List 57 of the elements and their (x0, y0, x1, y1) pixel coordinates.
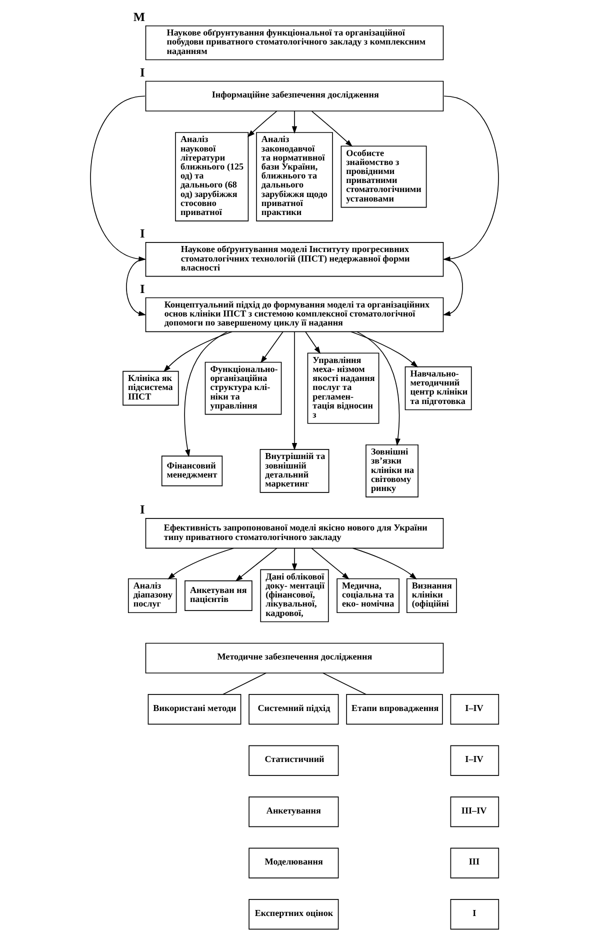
node-box: Анкетуван ня пацієнтів (184, 580, 252, 611)
node-box: Моделювання (248, 848, 339, 878)
arrow (442, 258, 463, 316)
arrow (126, 258, 146, 316)
arrow (247, 110, 278, 138)
node-box: III (450, 848, 500, 878)
node-box: Фінансовий менеджмент (161, 456, 223, 486)
node-box: I (450, 899, 500, 930)
node-box: Зовнішні зв’язки клініки на світовому ринку (366, 444, 418, 498)
arrow (184, 331, 228, 458)
node-box: Експертних оцінок (248, 899, 339, 930)
arrow (235, 548, 278, 582)
node-box: Використані методи (148, 694, 242, 725)
node-box: Аналіз законодавчої та нормативної бази України, ближнього та дальнього зарубіжжя щодо приватної практики (256, 132, 333, 222)
node-label: І (140, 502, 145, 516)
node-box: Особисте знайомство з провідними приватними стоматологічними установами (340, 146, 427, 208)
connector (222, 672, 267, 695)
node-box: Функціонально- організаційна структура клі- ніки та управління (204, 362, 282, 415)
node-box: I–IV (450, 694, 500, 725)
node-box: Методичне забезпечення дослідження (145, 642, 444, 674)
connector (322, 672, 366, 695)
node-box: Аналіз діапазону послуг (128, 578, 177, 614)
arrow (350, 331, 418, 368)
node-box: Анкетування (248, 796, 339, 828)
arrow (356, 331, 400, 446)
node-box: Клініка як підсистема ІПСТ (122, 370, 179, 406)
arrow (292, 110, 298, 134)
node-box: Управління меха- нізмом якості надання послуг та регламен- тація відносин з (307, 352, 380, 424)
node-label: І (140, 65, 145, 80)
node-label: І (140, 282, 145, 296)
node-box: Наукове обґрунтування функціональної та організаційної побудови приватного стоматологічного закладу з комплексним наданням (145, 25, 444, 60)
arrow (292, 548, 298, 571)
node-box: Наукове обґрунтування моделі Інституту прогресивних стоматологічних технологій (ІПСТ) недержавної форми власності (145, 242, 444, 277)
node-box: Навчально- методичний центр клініки та підготовка (404, 366, 472, 410)
node-box: Внутрішній та зовнішній детальний маркетинг (260, 449, 330, 493)
arrow (311, 110, 353, 147)
node-box: Концептуальний підхід до формування моделі та організаційних основ клініки ІПСТ з системою комплексної стоматологічної допомоги по завершеному циклу її надання (145, 297, 444, 332)
node-box: Дані облікової доку- ментації (фінансової, лікувальної, кадрової, (260, 569, 329, 622)
node-box: Статистичний (248, 745, 339, 776)
arrow (260, 331, 284, 364)
node-box: Ефективність запропонованої моделі якісно нового для України типу приватного стоматологічного закладу (145, 518, 444, 549)
node-box: Системний підхід (248, 694, 339, 725)
arrow (168, 548, 234, 580)
arrow (311, 548, 350, 580)
arrow (305, 331, 321, 354)
arrow (292, 331, 298, 450)
node-box: Етапи впровадження (346, 694, 443, 725)
node-box: III–IV (450, 796, 500, 828)
node-box: Медична, соціальна та еко- номічна (336, 578, 400, 614)
node-label: І (140, 226, 145, 240)
node-label: М (133, 10, 146, 24)
node-box: Аналіз наукової літератури ближнього (125 од) та дальнього (68 од) зарубіжжя стосовно приватної (175, 132, 249, 222)
node-box: Інформаційне забезпечення дослідження (145, 80, 444, 112)
arrow (352, 548, 417, 580)
node-box: I–IV (450, 745, 500, 776)
arrow (163, 331, 232, 372)
node-box: Визнання клініки (офіційні (406, 578, 457, 614)
